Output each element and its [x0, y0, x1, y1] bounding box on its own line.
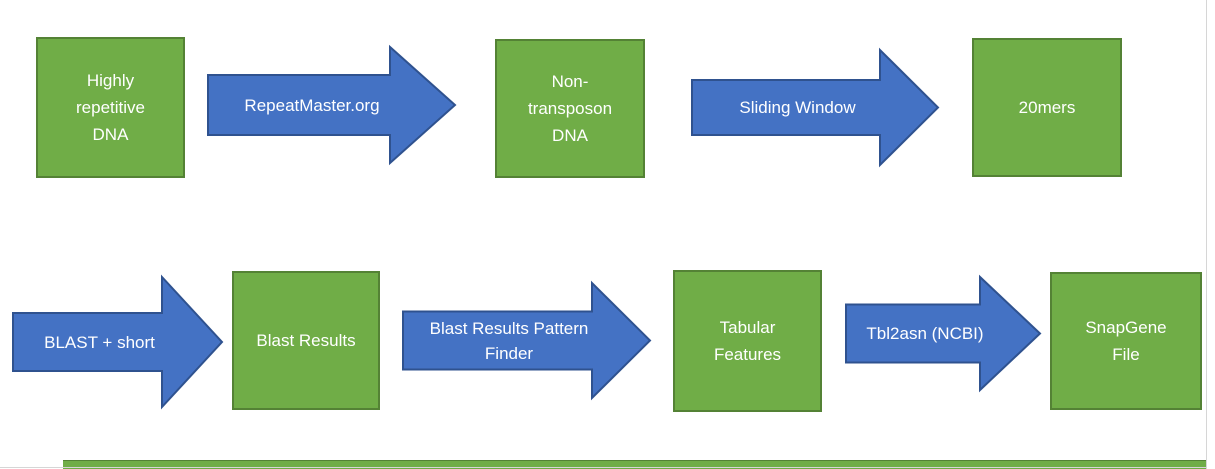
arrow-tbl2asn-ncbi: Tbl2asn (NCBI): [845, 274, 1042, 393]
arrow-label: Sliding Window: [739, 98, 856, 117]
arrow-sliding-window: Sliding Window: [691, 47, 940, 168]
arrow-repeatmaster: RepeatMaster.org: [207, 44, 457, 166]
right-arrow-shape: [691, 47, 940, 168]
arrow-label: BLAST + short: [44, 332, 155, 352]
arrow-blast-short: BLAST + short: [12, 274, 224, 410]
page-edge-right: [1206, 0, 1207, 469]
arrow-label: Tbl2asn (NCBI): [866, 324, 984, 343]
box-label: Tabular Features: [713, 318, 782, 364]
right-arrow-shape: [207, 44, 457, 166]
box-label: Highly repetitive DNA: [76, 71, 145, 144]
arrow-blast-results-pattern-finder: Blast Results Pattern Finder: [402, 280, 652, 401]
box-tabular-features: Tabular Features: [673, 270, 822, 412]
box-label: Blast Results: [256, 331, 356, 350]
box-highly-repetitive-dna: Highly repetitive DNA: [36, 37, 185, 178]
right-arrow-shape: [402, 280, 652, 401]
arrow-label: Blast Results Pattern Finder: [429, 318, 589, 363]
box-blast-results: Blast Results: [232, 271, 380, 410]
right-arrow-shape: [845, 274, 1042, 393]
box-label: SnapGene File: [1085, 318, 1167, 364]
box-label: Non- transposon DNA: [527, 72, 613, 145]
box-20mers: 20mers: [972, 38, 1122, 177]
right-arrow-shape: [12, 274, 224, 410]
box-non-transposon-dna: Non- transposon DNA: [495, 39, 645, 178]
box-label: 20mers: [1018, 98, 1076, 117]
arrow-label: RepeatMaster.org: [244, 95, 380, 115]
page-edge-bottom: [0, 467, 1207, 468]
box-snapgene-file: SnapGene File: [1050, 272, 1202, 410]
cutoff-shape-strip: [63, 460, 1206, 469]
